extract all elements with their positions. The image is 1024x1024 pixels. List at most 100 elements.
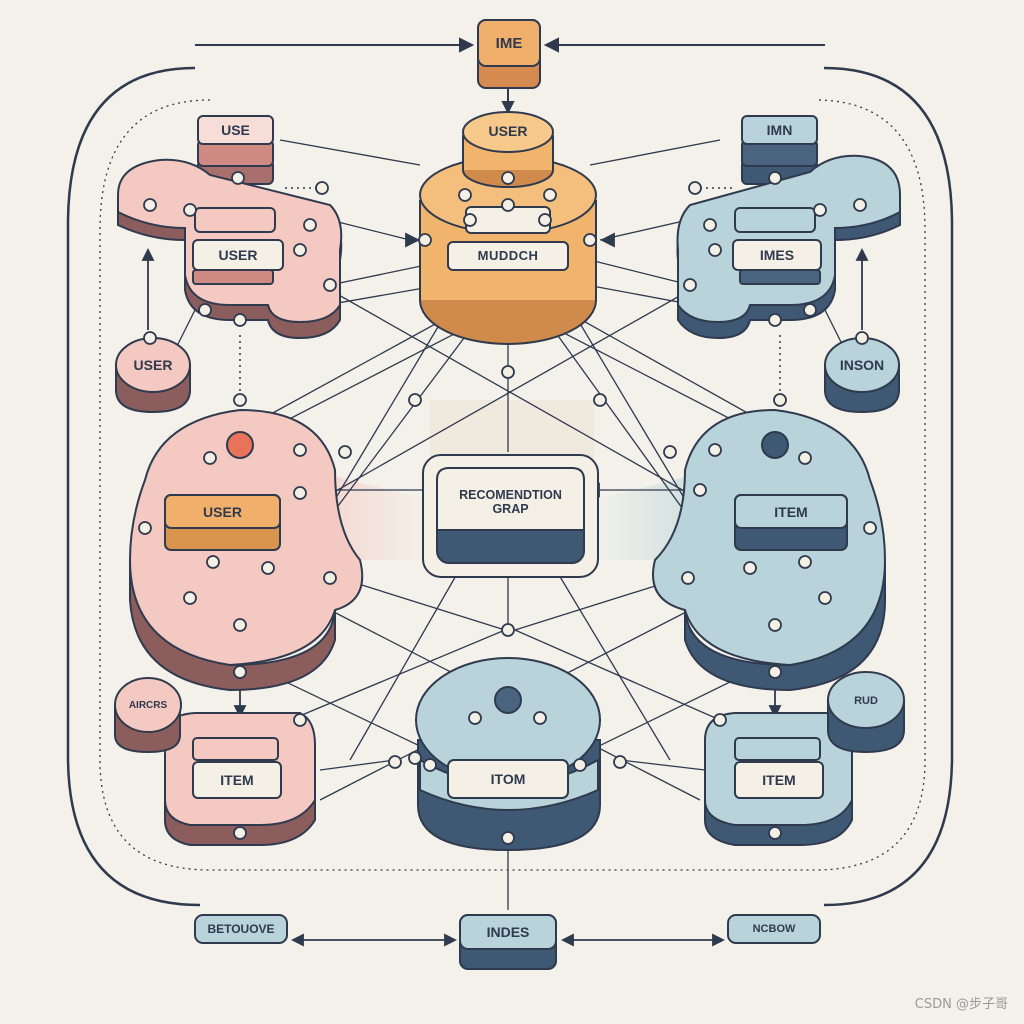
- top-arrows: [195, 37, 825, 115]
- graph-node-dot: [203, 451, 217, 465]
- graph-node-dot: [768, 826, 782, 840]
- recommendation-graph-title: RECOMENDTION GRAP: [459, 488, 562, 516]
- left-small-disk-label: USER: [133, 357, 173, 373]
- left-big-user-label: USER: [203, 504, 242, 520]
- graph-node-dot: [233, 665, 247, 679]
- left-cluster-user-label: USER: [218, 247, 258, 263]
- graph-node-dot: [818, 591, 832, 605]
- bottom-row: [194, 914, 821, 970]
- graph-node-dot: [798, 555, 812, 569]
- graph-node-dot: [853, 198, 867, 212]
- graph-node-dot: [663, 445, 677, 459]
- graph-node-dot: [261, 561, 275, 575]
- graph-node-dot: [293, 443, 307, 457]
- graph-node-dot: [388, 755, 402, 769]
- left-big-cluster: [128, 408, 364, 692]
- graph-node-dot: [315, 181, 329, 195]
- graph-node-dot: [408, 751, 422, 765]
- left-small-bottom-label: AIRCRS: [128, 699, 168, 711]
- right-small-bottom-disk: [827, 671, 905, 754]
- graph-node-dot: [233, 313, 247, 327]
- left-user-cluster: [117, 158, 343, 340]
- inner-dotted-frame: [99, 99, 926, 871]
- graph-node-dot: [743, 561, 757, 575]
- graph-node-dot: [293, 486, 307, 500]
- graph-node-dot: [233, 393, 247, 407]
- graph-node-dot: [708, 243, 722, 257]
- graph-node-dot: [768, 618, 782, 632]
- graph-node-dot: [533, 711, 547, 725]
- node-dots: [138, 171, 877, 845]
- graph-node-dot: [708, 443, 722, 457]
- graph-node-dot: [233, 826, 247, 840]
- graph-node-dot: [501, 365, 515, 379]
- bottom-center-cluster: [415, 657, 601, 852]
- graph-node-dot: [198, 303, 212, 317]
- bottom-left-item-label: ITEM: [220, 772, 254, 788]
- right-item-cluster: [676, 154, 901, 340]
- graph-node-dot: [683, 278, 697, 292]
- right-big-cluster: [652, 408, 887, 692]
- bottom-center-indes-label: INDES: [486, 924, 530, 940]
- bottom-center-itom-label: ITOM: [490, 771, 526, 787]
- graph-node-dot: [798, 451, 812, 465]
- graph-node-dot: [501, 171, 515, 185]
- graph-node-dot: [143, 198, 157, 212]
- graph-node-dot: [713, 713, 727, 727]
- graph-node-dot: [206, 555, 220, 569]
- graph-node-dot: [323, 571, 337, 585]
- right-small-disk-label: INSON: [839, 357, 885, 373]
- recommendation-card: [422, 454, 599, 578]
- graph-node-dot: [293, 243, 307, 257]
- graph-node-dot: [138, 521, 152, 535]
- graph-node-dot: [468, 711, 482, 725]
- graph-node-dot: [773, 393, 787, 407]
- graph-node-dot: [803, 303, 817, 317]
- graph-node-dot: [183, 591, 197, 605]
- graph-node-dot: [501, 623, 515, 637]
- outer-frame: [66, 66, 954, 907]
- bottom-right-item-label: ITEM: [762, 772, 796, 788]
- graph-node-dot: [703, 218, 717, 232]
- graph-node-dot: [583, 233, 597, 247]
- graph-node-dot: [423, 758, 437, 772]
- graph-node-dot: [231, 171, 245, 185]
- right-cluster-imes-label: IMES: [759, 247, 795, 263]
- graph-node-dot: [681, 571, 695, 585]
- graph-node-dot: [688, 181, 702, 195]
- graph-node-dot: [418, 233, 432, 247]
- graph-node-dot: [408, 393, 422, 407]
- graph-node-dot: [463, 213, 477, 227]
- bottom-left-stack: [164, 712, 316, 846]
- top-funnel: [430, 400, 594, 470]
- graph-node-dot: [293, 713, 307, 727]
- graph-node-dot: [543, 188, 557, 202]
- graph-node-dot: [458, 188, 472, 202]
- imn-stack: [741, 115, 818, 185]
- graph-node-dot: [233, 618, 247, 632]
- bottom-right-box-label: NCBOW: [752, 923, 796, 935]
- graph-node-dot: [593, 393, 607, 407]
- center-muddch-label: MUDDCH: [477, 247, 539, 263]
- graph-node-dot: [338, 445, 352, 459]
- graph-node-dot: [768, 171, 782, 185]
- right-big-item-label: ITEM: [774, 504, 808, 520]
- graph-node-dot: [613, 755, 627, 769]
- graph-node-dot: [768, 313, 782, 327]
- graph-node-dot: [573, 758, 587, 772]
- graph-node-dot: [501, 831, 515, 845]
- ime-node: [477, 19, 541, 89]
- bottom-right-stack: [704, 712, 853, 846]
- graph-node-dot: [855, 331, 869, 345]
- imn-stack-label: IMN: [766, 122, 793, 138]
- graph-node-dot: [323, 278, 337, 292]
- user-center-cluster: [419, 111, 597, 345]
- left-small-bottom-disk: [114, 677, 182, 754]
- graph-node-dot: [538, 213, 552, 227]
- graph-node-dot: [501, 198, 515, 212]
- right-small-bottom-label: RUD: [854, 695, 878, 707]
- graph-node-dot: [693, 483, 707, 497]
- right-small-disk: [824, 337, 900, 414]
- use-stack-label: USE: [221, 122, 250, 138]
